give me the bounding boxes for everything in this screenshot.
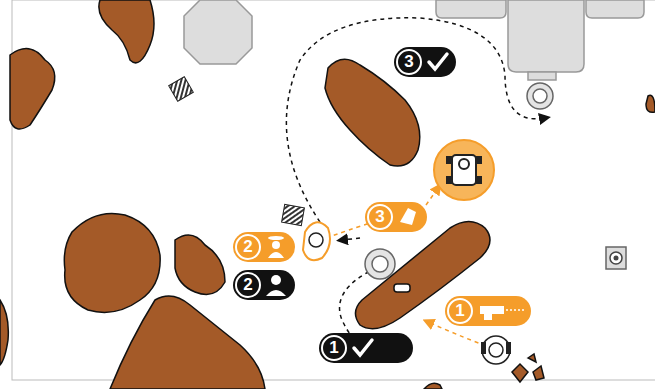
step-number: 2 [238,237,258,257]
step-number: 1 [324,338,344,358]
step-number: 3 [399,52,419,72]
step-number: 1 [450,301,470,321]
step-number: 3 [370,207,390,227]
step-number: 2 [238,275,258,295]
